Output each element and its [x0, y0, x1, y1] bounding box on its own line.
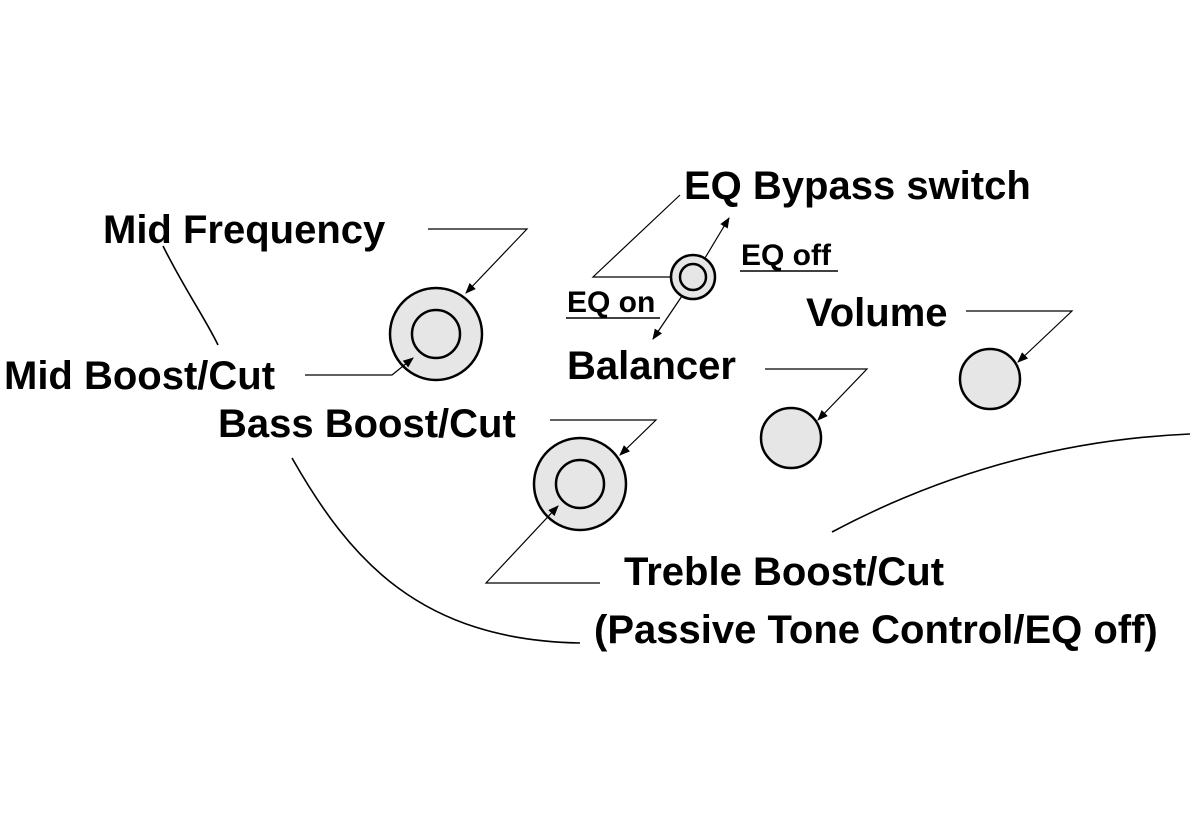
volume-knob[interactable] [958, 347, 1022, 411]
leader-treble-boost-cut [484, 505, 600, 584]
body-outline-left [162, 245, 219, 346]
mid-knob[interactable] [388, 286, 484, 382]
mid-frequency-label: Mid Frequency [103, 208, 386, 252]
arrow-eq-on [652, 295, 683, 340]
volume-label: Volume [806, 291, 948, 335]
leader-mid-frequency [428, 228, 529, 294]
eq-on-label: EQ on [567, 286, 655, 319]
passive-tone-label: (Passive Tone Control/EQ off) [594, 608, 1158, 652]
leader-balancer [765, 368, 869, 421]
treble-boost-cut-label: Treble Boost/Cut [624, 550, 944, 594]
leader-volume [966, 310, 1074, 363]
arrow-eq-off [704, 217, 730, 259]
leader-bass-boost-cut [550, 419, 658, 456]
leader-mid-boost-cut [305, 357, 414, 376]
eq-bypass-switch[interactable] [669, 253, 717, 301]
body-outline-right [831, 433, 1191, 533]
body-outline-lower [291, 457, 581, 644]
balancer-knob[interactable] [759, 406, 823, 470]
eq-bypass-switch-label: EQ Bypass switch [684, 164, 1031, 208]
balancer-label: Balancer [567, 344, 736, 388]
bass-boost-cut-label: Bass Boost/Cut [218, 402, 516, 446]
eq-off-label: EQ off [741, 239, 832, 272]
mid-boost-cut-label: Mid Boost/Cut [4, 354, 275, 398]
leader-eq-bypass [591, 194, 681, 278]
